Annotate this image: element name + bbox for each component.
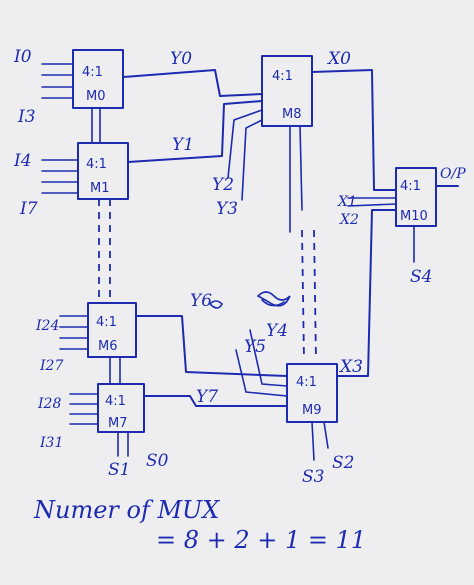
- signal-label-x3: X3: [338, 357, 363, 377]
- select-label-s1: S1: [108, 460, 130, 480]
- mux-m10-name: M10: [400, 209, 428, 224]
- mux-m8: 4:1 M8: [261, 55, 313, 127]
- signal-label-y4: Y4: [266, 321, 288, 341]
- signal-label-y2: Y2: [212, 175, 234, 195]
- select-label-s3: S3: [302, 467, 324, 487]
- input-label-i28: I28: [37, 396, 61, 412]
- signal-label-y0: Y0: [170, 49, 192, 69]
- mux-m8-name: M8: [282, 107, 302, 122]
- mux-m7-type: 4:1: [105, 394, 126, 409]
- mux-m0-name: M0: [86, 89, 106, 104]
- scribble-mark: [209, 291, 291, 309]
- input-label-i27: I27: [39, 358, 63, 374]
- m6-input-lines: [59, 315, 89, 350]
- input-label-i7: I7: [19, 199, 38, 219]
- input-label-i3: I3: [17, 107, 36, 127]
- note-line-1: Numer of MUX: [33, 496, 220, 524]
- mux-m7-name: M7: [108, 416, 128, 431]
- m0-input-lines: [41, 63, 74, 99]
- input-label-i4: I4: [13, 151, 32, 171]
- signal-label-y1: Y1: [172, 135, 194, 155]
- select-label-s0: S0: [146, 451, 169, 471]
- signal-label-x0: X0: [326, 49, 351, 69]
- m1-input-lines: [41, 159, 79, 194]
- signal-label-x1: X1: [337, 194, 357, 210]
- input-label-i31: I31: [39, 435, 63, 451]
- note-line-2: = 8 + 2 + 1 = 11: [156, 526, 366, 554]
- m7-input-lines: [69, 393, 99, 425]
- mux-m1-type: 4:1: [86, 157, 107, 172]
- output-label: O/P: [440, 166, 466, 182]
- signal-label-y5: Y5: [244, 337, 266, 357]
- input-label-i0: I0: [13, 47, 32, 67]
- mux-m6-type: 4:1: [96, 315, 117, 330]
- signal-label-x2: X2: [339, 212, 359, 228]
- mux-m1-name: M1: [90, 181, 110, 196]
- mux-m6-name: M6: [98, 339, 118, 354]
- mux-m9-type: 4:1: [296, 375, 317, 390]
- mux-m0-type: 4:1: [82, 65, 103, 80]
- mux-m9: 4:1 M9: [286, 363, 338, 423]
- select-label-s4: S4: [410, 267, 432, 287]
- mux-m8-type: 4:1: [272, 69, 293, 84]
- mux-m6: 4:1 M6: [87, 302, 137, 358]
- mux-m10: 4:1 M10: [395, 167, 437, 227]
- select-label-s2: S2: [332, 453, 354, 473]
- signal-label-y6: Y6: [190, 291, 212, 311]
- signal-label-y7: Y7: [196, 387, 218, 407]
- mux-m10-type: 4:1: [400, 179, 421, 194]
- mux-m7: 4:1 M7: [97, 383, 145, 433]
- signal-label-y3: Y3: [216, 199, 238, 219]
- mux-m0: 4:1 M0: [72, 49, 124, 109]
- input-label-i24: I24: [35, 318, 59, 334]
- mux-m1: 4:1 M1: [77, 142, 129, 200]
- mux-m9-name: M9: [302, 403, 322, 418]
